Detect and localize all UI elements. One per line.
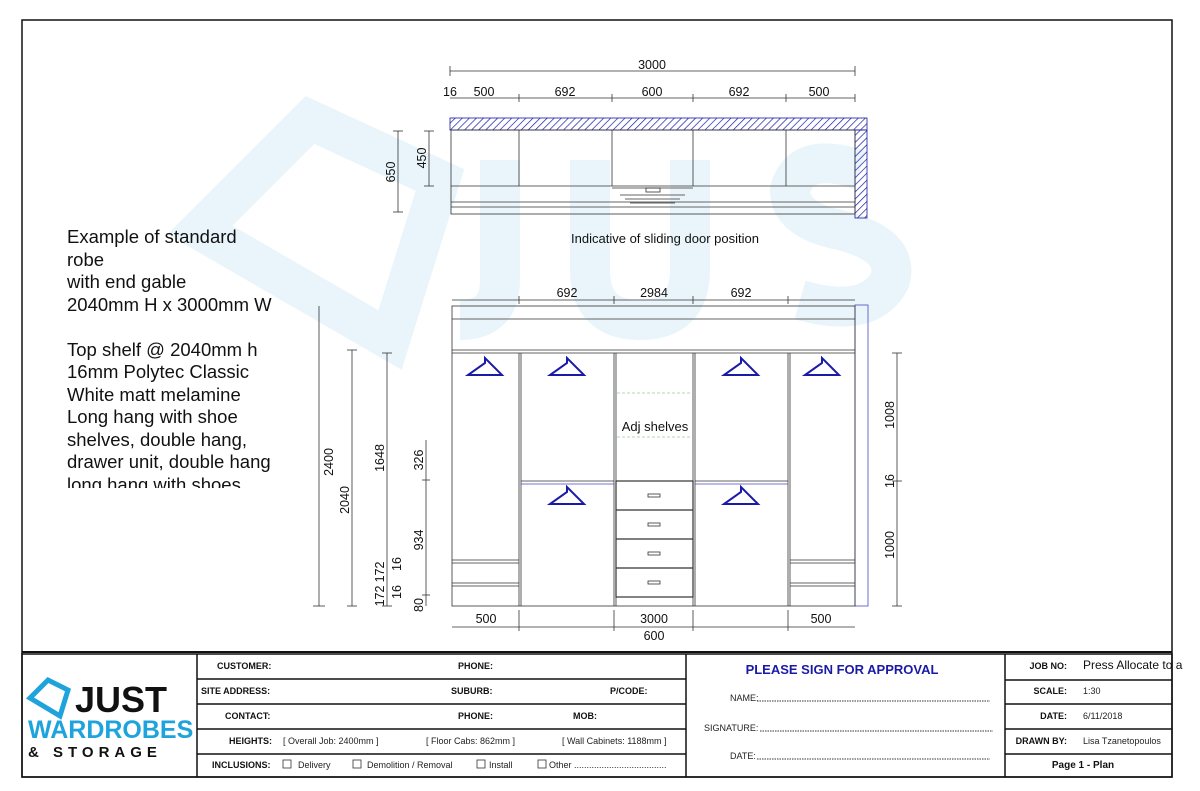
watermark-letter-shape	[458, 160, 520, 340]
hanger-icon	[464, 355, 505, 376]
dim-left: 80	[412, 598, 426, 612]
phone-label: PHONE:	[458, 711, 493, 721]
date-value: 6/11/2018	[1083, 711, 1122, 721]
hanger-icon	[720, 355, 761, 376]
wall-cabs-height: [ Wall Cabinets: 1188mm ]	[562, 736, 667, 746]
dim-left: 172	[373, 586, 387, 607]
dim-top: 692	[731, 286, 752, 300]
dim-right: 16	[883, 474, 897, 488]
dim-bottom: 500	[476, 612, 497, 626]
adj-shelves-label: Adj shelves	[622, 419, 689, 434]
checkbox-demolition[interactable]	[352, 759, 362, 769]
dim-seg: 692	[729, 85, 750, 99]
contact-label: CONTACT:	[225, 711, 270, 721]
signature-label: SIGNATURE:	[704, 723, 758, 733]
floor-cabs-height: [ Floor Cabs: 862mm ]	[426, 736, 515, 746]
inclusion-delivery: Delivery	[298, 760, 331, 770]
checkbox-other[interactable]	[537, 759, 547, 769]
dim-seg: 16	[443, 85, 457, 99]
dim-top: 692	[557, 286, 578, 300]
date-label: DATE:	[1040, 711, 1067, 721]
job-no-value: Press Allocate to a	[1083, 658, 1183, 672]
overall-job-height: [ Overall Job: 2400mm ]	[283, 736, 379, 746]
dim-left: 2400	[322, 448, 336, 476]
plan-view	[393, 66, 868, 219]
svg-text:& STORAGE: & STORAGE	[28, 744, 162, 761]
page-label: Page 1 - Plan	[1052, 760, 1114, 771]
watermark-letter-shape	[570, 160, 710, 341]
dim-seg: 600	[642, 85, 663, 99]
hanger-icon	[720, 484, 761, 505]
approval-title: PLEASE SIGN FOR APPROVAL	[746, 662, 939, 677]
title-block	[21, 653, 1173, 778]
dim-bottom: 600	[644, 629, 665, 643]
dim-overall: 3000	[638, 58, 666, 72]
inclusion-checkboxes	[282, 759, 547, 769]
dim-right: 1008	[883, 401, 897, 429]
robe-description: Example of standard robe with end gable …	[67, 226, 272, 488]
dim-left: 326	[412, 450, 426, 471]
dim-left: 934	[412, 530, 426, 551]
inclusion-other: Other ..................................…	[549, 760, 667, 770]
inclusions-label: INCLUSIONS:	[212, 760, 271, 770]
checkbox-delivery[interactable]	[282, 759, 292, 769]
customer-label: CUSTOMER:	[217, 661, 271, 671]
dim-bottom: 500	[811, 612, 832, 626]
watermark-logo-icon	[167, 95, 465, 370]
mob-label: MOB:	[573, 711, 597, 721]
scale-value: 1:30	[1083, 686, 1101, 696]
dim-left: 2040	[338, 486, 352, 514]
dim-right: 1000	[883, 531, 897, 559]
dim-seg: 500	[809, 85, 830, 99]
watermark	[167, 95, 912, 370]
dim-left: 172	[373, 562, 387, 583]
site-address-label: SITE ADDRESS:	[201, 686, 270, 696]
scale-label: SCALE:	[1034, 686, 1068, 696]
logo-icon	[25, 676, 72, 720]
company-logo: JUST WARDROBES & STORAGE	[25, 676, 193, 761]
inclusion-install: Install	[489, 760, 513, 770]
dim-left: 16	[390, 557, 404, 571]
dim-depth: 450	[415, 148, 429, 169]
dim-depth: 650	[384, 162, 398, 183]
drawn-by-label: DRAWN BY:	[1016, 736, 1067, 746]
dim-seg: 500	[474, 85, 495, 99]
job-no-label: JOB NO:	[1029, 661, 1067, 671]
name-label: NAME:	[730, 693, 759, 703]
dim-left: 1648	[373, 444, 387, 472]
elevation-view	[313, 296, 902, 631]
svg-text:WARDROBES: WARDROBES	[28, 716, 193, 744]
suburb-label: SUBURB:	[451, 686, 493, 696]
phone-label: PHONE:	[458, 661, 493, 671]
hanger-icons	[464, 355, 842, 505]
plan-caption: Indicative of sliding door position	[571, 231, 759, 246]
hanger-icon	[546, 484, 587, 505]
heights-label: HEIGHTS:	[229, 736, 272, 746]
hanger-icon	[546, 355, 587, 376]
dim-top: 2984	[640, 286, 668, 300]
dim-seg: 692	[555, 85, 576, 99]
dim-left: 16	[390, 585, 404, 599]
watermark-letter-shape	[769, 143, 912, 327]
pcode-label: P/CODE:	[610, 686, 648, 696]
drawn-by-value: Lisa Tzanetopoulos	[1083, 736, 1161, 746]
inclusion-demolition: Demolition / Removal	[367, 760, 453, 770]
checkbox-install[interactable]	[476, 759, 486, 769]
dim-bottom: 3000	[640, 612, 668, 626]
hanger-icon	[801, 355, 842, 376]
svg-text:JUST: JUST	[75, 679, 167, 720]
date-label: DATE:	[730, 751, 756, 761]
